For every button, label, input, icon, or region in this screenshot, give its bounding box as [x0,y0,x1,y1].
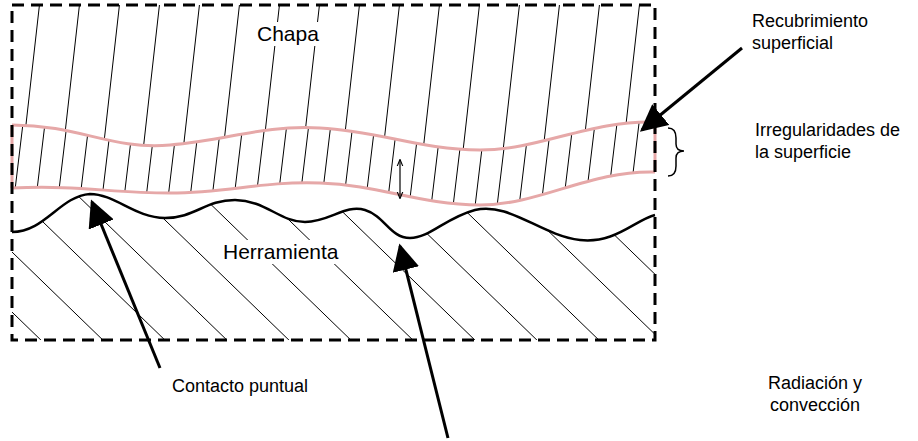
hatch-line [182,0,200,160]
hatch-line [692,190,852,345]
hatch-line [364,115,376,215]
hatch-line [298,115,310,215]
hatch-line [582,0,600,160]
part-label: Herramienta [220,240,342,264]
hatch-line [452,115,464,215]
callout-label: Recubrimiento superficial [752,10,872,54]
hatch-line [562,115,574,215]
hatch-line [628,115,640,215]
hatch-line [502,0,520,160]
hatch-line [0,190,46,345]
hatch-line [100,115,112,215]
callout-label: Irregularidades de la superficie [755,119,905,163]
hatch-line [144,115,156,215]
hatch-line [422,0,440,160]
hatch-line [320,190,480,345]
hatch-line [122,115,134,215]
hatch-line [102,0,120,160]
hatch-line [142,0,160,160]
hatch-line [188,115,200,215]
hatch-line [496,115,508,215]
hatch-line [166,115,178,215]
hatch-line [134,190,294,345]
hatch-line [386,115,398,215]
hatch-line [408,115,420,215]
hatch-line [10,190,170,345]
callout-label: Radiación y convección [760,372,870,416]
hatch-line [12,115,24,215]
hatch-line [568,190,728,345]
hatch-line [474,115,486,215]
hatch-line [0,115,2,215]
hatch-line [62,0,80,160]
hatch-line [606,115,618,215]
hatch-line [506,190,666,345]
hatch-line [34,115,46,215]
hatch-line [540,115,552,215]
hatch-line [462,0,480,160]
hatch-line [662,0,680,160]
hatch-line [22,0,40,160]
callout-label: Contacto puntual [172,375,308,397]
hatch-line [210,115,222,215]
hatch-line [78,115,90,215]
part-label: Chapa [254,22,322,46]
